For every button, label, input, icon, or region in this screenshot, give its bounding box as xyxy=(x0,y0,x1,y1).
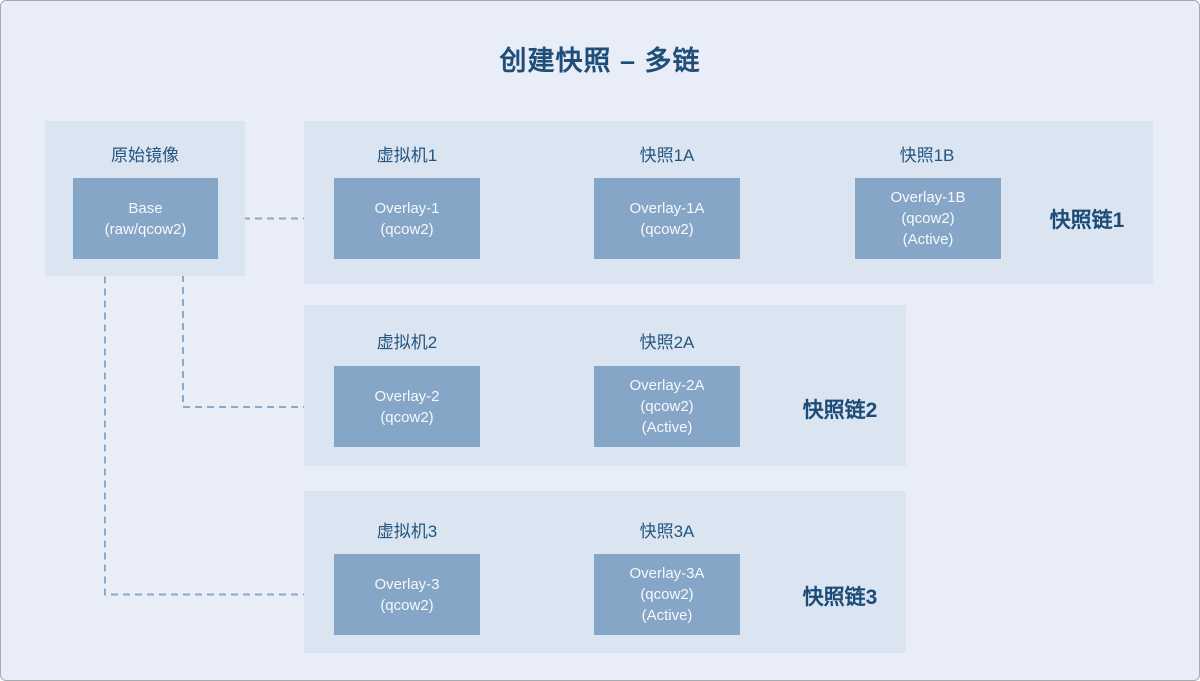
overlay-1a-line1: Overlay-1A xyxy=(629,199,705,217)
overlay-1b-node: Overlay-1B (qcow2) (Active) xyxy=(855,178,1001,259)
overlay-1a-line2: (qcow2) xyxy=(640,220,694,238)
chain1-vm-label: 虚拟机1 xyxy=(376,146,438,165)
overlay-2-line2: (qcow2) xyxy=(380,408,434,426)
overlay-3-node: Overlay-3 (qcow2) xyxy=(334,554,480,635)
chain1-panel: 虚拟机1 快照1A 快照1B Overlay-1 (qcow2) Overlay… xyxy=(304,121,1153,284)
chain3-label: 快照链3 xyxy=(802,586,878,609)
chain2-snap-a-label: 快照2A xyxy=(639,333,695,352)
chain2-label: 快照链2 xyxy=(802,399,878,422)
overlay-2a-line1: Overlay-2A xyxy=(629,377,705,394)
overlay-3-line2: (qcow2) xyxy=(380,596,434,614)
page-title: 创建快照 – 多链 xyxy=(499,46,701,76)
overlay-2-line1: Overlay-2 xyxy=(374,387,440,405)
chain1-snap-a-label: 快照1A xyxy=(639,146,695,165)
base-node-line1: Base xyxy=(128,199,163,217)
overlay-3a-line2: (qcow2) xyxy=(640,586,694,603)
chain3-panel: 虚拟机3 快照3A Overlay-3 (qcow2) Overlay-3A (… xyxy=(304,491,906,653)
chain3-vm-label: 虚拟机3 xyxy=(376,522,438,541)
base-image-panel: 原始镜像 Base (raw/qcow2) xyxy=(45,121,245,276)
overlay-2a-line2: (qcow2) xyxy=(640,398,694,415)
base-image-label: 原始镜像 xyxy=(111,146,179,165)
chain2-vm-label: 虚拟机2 xyxy=(376,333,438,352)
overlay-1-line2: (qcow2) xyxy=(380,220,434,238)
overlay-1-node: Overlay-1 (qcow2) xyxy=(334,178,480,259)
overlay-3-line1: Overlay-3 xyxy=(374,575,440,593)
overlay-2a-node: Overlay-2A (qcow2) (Active) xyxy=(594,366,740,447)
overlay-3a-node: Overlay-3A (qcow2) (Active) xyxy=(594,554,740,635)
chain2-panel: 虚拟机2 快照2A Overlay-2 (qcow2) Overlay-2A (… xyxy=(304,305,906,466)
overlay-2-node: Overlay-2 (qcow2) xyxy=(334,366,480,447)
chain1-label: 快照链1 xyxy=(1049,209,1125,232)
overlay-1b-line3: (Active) xyxy=(902,231,954,248)
overlay-1-line1: Overlay-1 xyxy=(374,199,440,217)
overlay-1a-node: Overlay-1A (qcow2) xyxy=(594,178,740,259)
overlay-3a-line1: Overlay-3A xyxy=(629,565,705,582)
chain1-snap-b-label: 快照1B xyxy=(899,146,955,165)
base-node: Base (raw/qcow2) xyxy=(73,178,218,259)
edge-overlay3-to-base xyxy=(99,258,334,596)
chain3-snap-a-label: 快照3A xyxy=(639,522,695,541)
overlay-3a-line3: (Active) xyxy=(641,607,693,624)
overlay-2a-line3: (Active) xyxy=(641,419,693,436)
overlay-1b-line2: (qcow2) xyxy=(901,210,955,227)
overlay-1b-line1: Overlay-1B xyxy=(890,189,966,206)
base-node-line2: (raw/qcow2) xyxy=(104,220,187,238)
